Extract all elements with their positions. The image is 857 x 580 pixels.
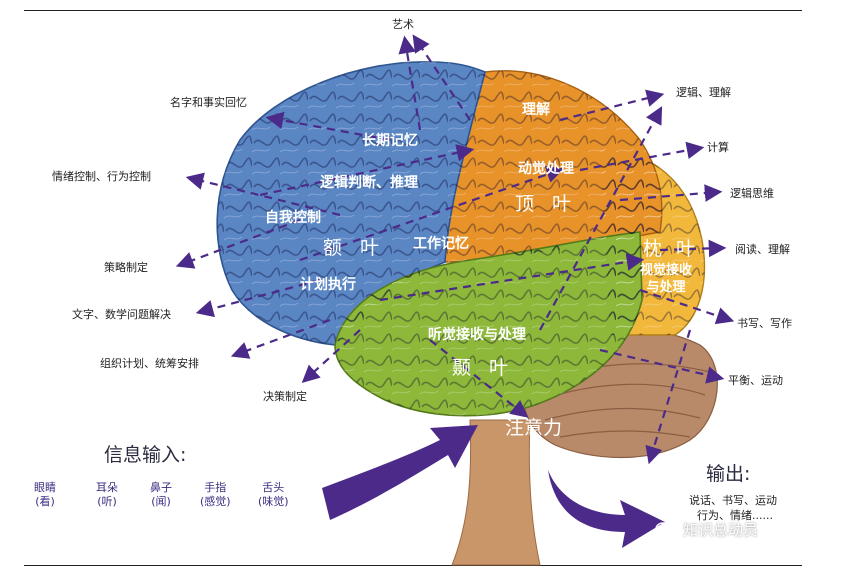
frontal-lobe-label: 额 叶 xyxy=(323,237,386,259)
understanding-label: 理解 xyxy=(522,102,550,118)
calculation-label: 计算 xyxy=(707,141,729,154)
art-label: 艺术 xyxy=(392,18,414,31)
auditory-processing-label: 听觉接收与处理 xyxy=(428,327,526,343)
occipital-lobe-label: 枕 叶 xyxy=(643,238,700,260)
sense-tongue: 舌头(味觉) xyxy=(258,481,289,508)
balance-label: 平衡、运动 xyxy=(728,374,783,387)
output-line-2: 行为、情绪...... xyxy=(697,509,773,522)
working-memory-label: 工作记忆 xyxy=(413,236,469,252)
logical-thinking-label: 逻辑思维 xyxy=(730,187,774,200)
sense-fingers: 手指(感觉) xyxy=(200,481,231,508)
logic-reasoning-label: 逻辑判断、推理 xyxy=(320,175,418,191)
output-title: 输出: xyxy=(706,463,751,485)
name-recall-label: 名字和事实回忆 xyxy=(170,96,247,109)
long-term-memory-label: 长期记忆 xyxy=(362,133,418,149)
bottom-rule xyxy=(24,565,802,566)
watermark-text: 知识总动员 xyxy=(683,521,759,539)
self-control-label: 自我控制 xyxy=(265,210,321,226)
temporal-lobe-label: 颞 叶 xyxy=(452,357,515,379)
connection-arrows xyxy=(175,34,735,465)
input-arrow xyxy=(322,425,478,520)
planning-label: 组织计划、统筹安排 xyxy=(100,357,199,370)
reading-label: 阅读、理解 xyxy=(735,243,790,256)
decision-label: 决策制定 xyxy=(263,390,307,403)
parietal-lobe-label: 顶 叶 xyxy=(515,193,578,215)
strategy-label: 策略制定 xyxy=(104,261,148,274)
top-rule xyxy=(24,10,802,11)
attention-label: 注意力 xyxy=(505,417,563,439)
sense-eyes: 眼睛(看) xyxy=(34,481,56,508)
input-title: 信息输入: xyxy=(104,444,187,466)
watermark: 知识总动员 xyxy=(655,519,758,540)
motor-processing-label: 动觉处理 xyxy=(518,161,574,177)
wechat-icon xyxy=(655,521,677,538)
output-arrow xyxy=(548,470,665,548)
writing-label: 书写、写作 xyxy=(737,317,792,330)
visual-processing-label: 视觉接收 与处理 xyxy=(640,263,693,295)
problem-solving-label: 文字、数学问题解决 xyxy=(72,308,171,321)
brain-stem xyxy=(451,419,541,566)
emotion-control-label: 情绪控制、行为控制 xyxy=(52,170,151,183)
sense-nose: 鼻子(闻) xyxy=(150,481,172,508)
planning-execution-label: 计划执行 xyxy=(300,277,356,293)
sense-ears: 耳朵(听) xyxy=(96,481,118,508)
output-line-1: 说话、书写、运动 xyxy=(689,494,777,507)
logic-understanding-label: 逻辑、理解 xyxy=(676,86,731,99)
